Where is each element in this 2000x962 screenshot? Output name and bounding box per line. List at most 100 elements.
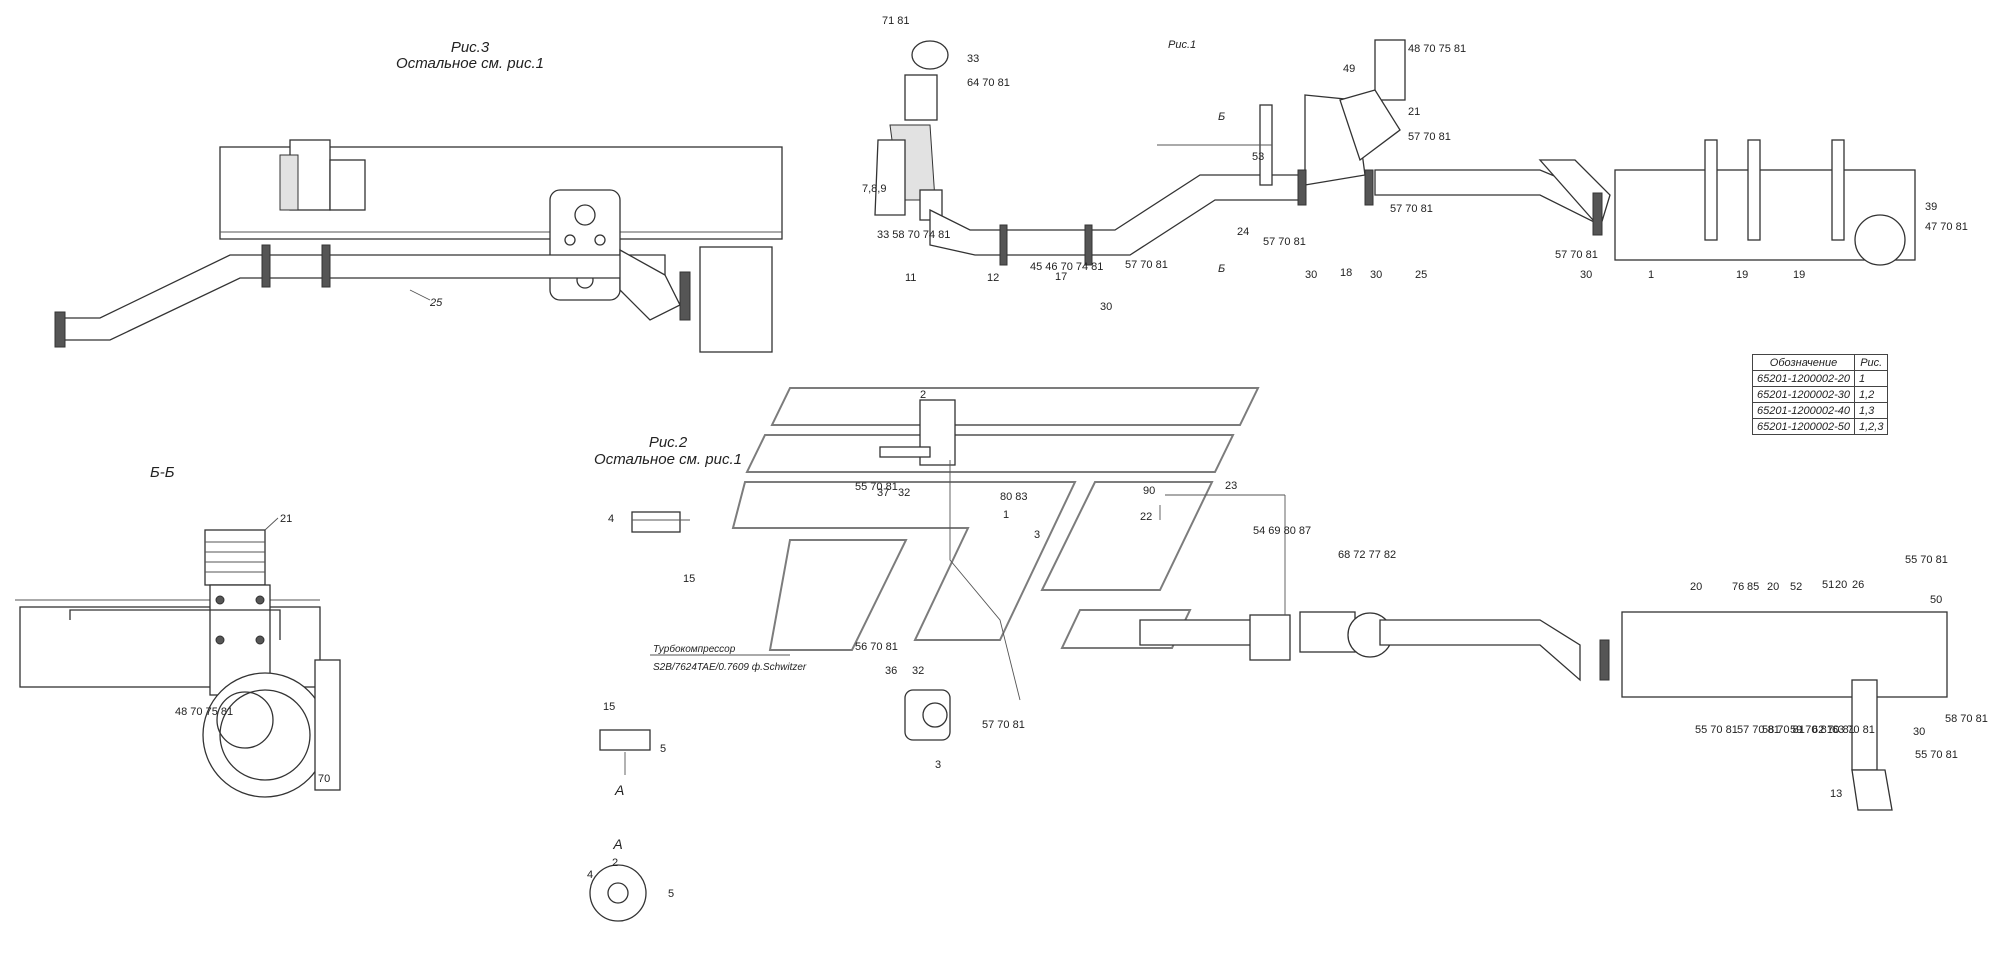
- svg-text:50: 50: [1930, 594, 1942, 606]
- svg-text:57 70 81: 57 70 81: [982, 719, 1025, 731]
- callout: 21: [280, 513, 292, 525]
- turbo-model: S2B/7624TAE/0.7609 ф.Schwitzer: [653, 661, 807, 673]
- svg-text:57 70 81: 57 70 81: [1390, 203, 1433, 215]
- fig2-title: Рис.2: [649, 434, 688, 451]
- svg-text:24: 24: [1237, 226, 1249, 238]
- svg-text:71 81: 71 81: [882, 15, 910, 27]
- svg-text:55 70 81: 55 70 81: [1695, 724, 1738, 736]
- table-row: 65201-1200002-20 1: [1752, 370, 1889, 387]
- callout: 5: [668, 888, 674, 900]
- svg-text:1: 1: [1003, 509, 1009, 521]
- callout: 48 70 75 81: [175, 706, 233, 718]
- svg-text:20: 20: [1835, 579, 1847, 591]
- svg-text:30: 30: [1913, 726, 1925, 738]
- section-title: Б-Б: [150, 464, 175, 481]
- svg-text:13: 13: [1830, 788, 1842, 800]
- figure-3: Рис.3 Остальное см. рис.1 25: [54, 39, 783, 353]
- col-fig: Рис.: [1853, 354, 1889, 371]
- svg-text:55 70 81: 55 70 81: [855, 481, 898, 493]
- svg-text:33 58 70 74 81: 33 58 70 74 81: [877, 229, 950, 241]
- svg-text:30: 30: [1305, 269, 1317, 281]
- svg-text:2: 2: [920, 389, 926, 401]
- bellows-48: [1374, 39, 1406, 101]
- cell-designation: 65201-1200002-30: [1752, 386, 1855, 403]
- svg-text:39: 39: [1925, 201, 1937, 213]
- svg-text:52: 52: [1790, 581, 1802, 593]
- table-row: 65201-1200002-30 1,2: [1752, 386, 1889, 403]
- svg-text:68 72 77 82: 68 72 77 82: [1338, 549, 1396, 561]
- designation-table: Обозначение Рис. 65201-1200002-20 1 6520…: [1752, 354, 1889, 435]
- figure-1: Рис.1 Б Б: [874, 39, 1916, 275]
- callout: 5: [660, 743, 666, 755]
- svg-text:32: 32: [912, 665, 924, 677]
- figure-2-assembly: [879, 399, 1948, 811]
- table-header-row: Обозначение Рис.: [1752, 354, 1889, 371]
- cell-designation: 65201-1200002-20: [1752, 370, 1855, 387]
- svg-text:33: 33: [967, 53, 979, 65]
- callout: 15: [683, 573, 695, 585]
- svg-text:30: 30: [1370, 269, 1382, 281]
- turbo-bracket: [919, 399, 956, 466]
- svg-text:Б: Б: [1218, 111, 1225, 123]
- section-b-b: Б-Б 21 48 70 75 81 70: [15, 464, 341, 798]
- svg-text:47 70 81: 47 70 81: [1925, 221, 1968, 233]
- svg-text:19: 19: [1793, 269, 1805, 281]
- svg-text:85: 85: [1747, 581, 1759, 593]
- cell-fig: 1: [1853, 370, 1889, 387]
- svg-text:55 70 81: 55 70 81: [1905, 554, 1948, 566]
- muffler-end: [699, 246, 773, 353]
- callout: 15: [603, 701, 615, 713]
- turbocharger: [904, 689, 951, 741]
- svg-text:25: 25: [1415, 269, 1427, 281]
- fig2-callouts: 2 55 70 81 37 32 56 70 81 36 32 3 57 70 …: [855, 389, 1396, 771]
- callout: 4: [608, 513, 614, 525]
- svg-text:4: 4: [587, 869, 593, 881]
- svg-text:90: 90: [1143, 485, 1155, 497]
- svg-text:57 70 81: 57 70 81: [1555, 249, 1598, 261]
- svg-text:19: 19: [1736, 269, 1748, 281]
- svg-text:54 69 80 87: 54 69 80 87: [1253, 525, 1311, 537]
- svg-text:51: 51: [1822, 579, 1834, 591]
- cell-fig: 1,3: [1853, 402, 1889, 419]
- bellows-21: [204, 529, 266, 586]
- svg-text:7,8,9: 7,8,9: [862, 183, 886, 195]
- svg-text:30: 30: [1100, 301, 1112, 313]
- svg-text:30: 30: [1580, 269, 1592, 281]
- fig2-note: Остальное см. рис.1: [594, 451, 742, 468]
- fig3-title: Рис.3: [451, 39, 490, 56]
- cell-fig: 1,2,3: [1853, 418, 1889, 435]
- cell-designation: 65201-1200002-50: [1752, 418, 1855, 435]
- svg-text:58 70 81: 58 70 81: [1762, 724, 1805, 736]
- svg-text:17: 17: [1055, 271, 1067, 283]
- svg-text:64 70 81: 64 70 81: [967, 77, 1010, 89]
- fig3-note: Остальное см. рис.1: [396, 55, 544, 72]
- callout: 25: [429, 297, 443, 309]
- svg-text:21: 21: [1408, 106, 1420, 118]
- turbo-name: Турбокомпрессор: [653, 643, 736, 655]
- svg-text:2: 2: [612, 857, 618, 869]
- watermark-logo: [731, 387, 1260, 651]
- svg-text:11: 11: [905, 272, 916, 284]
- mount-bracket: [1249, 614, 1291, 661]
- table-row: 65201-1200002-40 1,3: [1752, 402, 1889, 419]
- svg-text:1: 1: [1648, 269, 1654, 281]
- svg-text:18: 18: [1340, 267, 1352, 279]
- figure-2: Рис.2 Остальное см. рис.1 4 15 15 5 А Ту…: [594, 434, 807, 798]
- svg-text:23: 23: [1225, 480, 1237, 492]
- svg-text:80 83: 80 83: [1000, 491, 1028, 503]
- svg-text:55 70 81: 55 70 81: [1915, 749, 1958, 761]
- callout: 70: [318, 773, 330, 785]
- svg-text:59 70 81: 59 70 81: [1790, 724, 1833, 736]
- svg-text:32: 32: [898, 487, 910, 499]
- svg-text:57 70 81: 57 70 81: [1737, 724, 1780, 736]
- fig1-callouts: 71 81 33 64 70 81 7,8,9 33 58 70 74 81 1…: [862, 15, 1968, 313]
- svg-text:76: 76: [1732, 581, 1744, 593]
- svg-text:Б: Б: [1218, 263, 1225, 275]
- svg-text:48 70 75 81: 48 70 75 81: [1408, 43, 1466, 55]
- svg-text:45 46 70 74 81: 45 46 70 74 81: [1030, 261, 1103, 273]
- svg-text:53: 53: [1252, 151, 1264, 163]
- svg-text:62 70 81: 62 70 81: [1812, 724, 1855, 736]
- view-a: А 2 4 5: [587, 836, 674, 922]
- svg-text:63 70 81: 63 70 81: [1832, 724, 1875, 736]
- svg-text:56 70 81: 56 70 81: [855, 641, 898, 653]
